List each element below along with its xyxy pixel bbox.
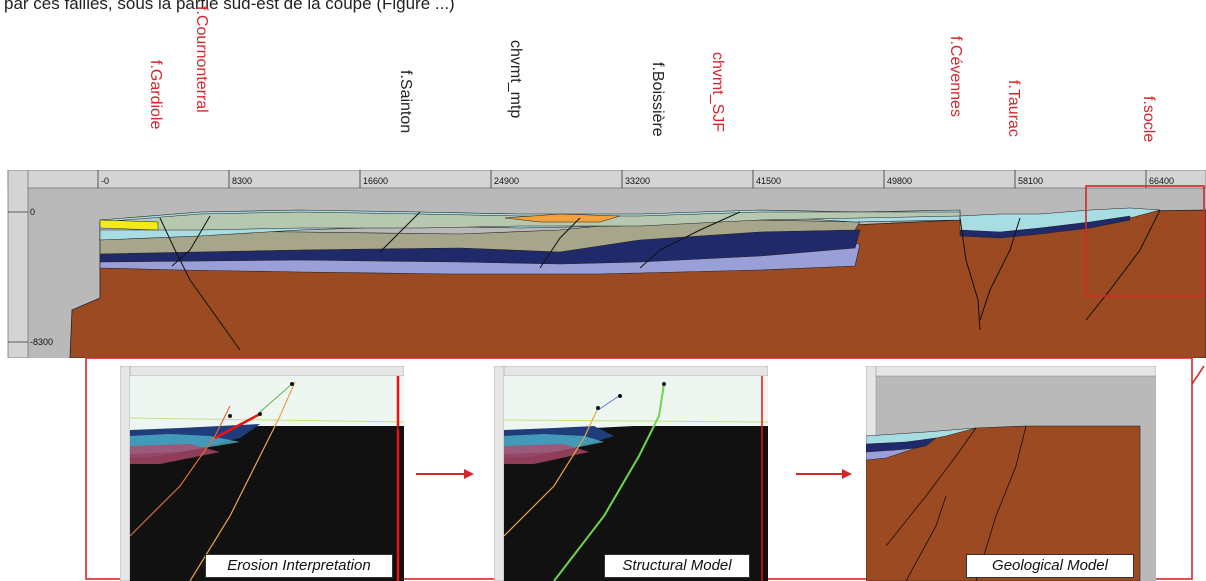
fault-label-chvmt-sjf: chvmt_SJF bbox=[709, 52, 726, 133]
ruler-x-ticks: -0 8300 16600 24900 33200 41500 49800 58100 6640… bbox=[97, 170, 1174, 188]
fault-label-boissiere: f.Boissière bbox=[649, 62, 666, 137]
fault-lines bbox=[159, 209, 1161, 351]
erosion-caption: Erosion Interpretation bbox=[205, 554, 393, 578]
structural-basement bbox=[504, 426, 768, 581]
arrow-2 bbox=[796, 469, 852, 479]
zoom-connector-arrow bbox=[1191, 365, 1205, 385]
orange-lens bbox=[504, 213, 621, 223]
y-tick-label-1: -8300 bbox=[30, 337, 53, 347]
x-tick-label: 8300 bbox=[232, 176, 252, 186]
structural-panel bbox=[494, 366, 768, 581]
x-tick-label: 16600 bbox=[363, 176, 388, 186]
x-tick-label: 58100 bbox=[1018, 176, 1043, 186]
left-ruler bbox=[7, 170, 29, 358]
x-tick-label: 33200 bbox=[625, 176, 650, 186]
intro-text: par ces failles, sous la partie sud-est … bbox=[4, 0, 455, 13]
fault-label-socle: f.socle bbox=[1140, 96, 1157, 143]
geological-cross-section: -0 8300 16600 24900 33200 41500 49800 58100 6640… bbox=[7, 170, 1206, 358]
arrow-1 bbox=[416, 469, 474, 479]
x-tick-label: -0 bbox=[101, 176, 109, 186]
erosion-basement bbox=[130, 426, 404, 581]
x-tick-label: 24900 bbox=[494, 176, 519, 186]
y-tick-label-0: 0 bbox=[30, 207, 35, 217]
fault-label-sainton: f.Sainton bbox=[397, 70, 414, 134]
fault-label-cournonterral: f.Cournonterral bbox=[193, 6, 210, 113]
yellow-layer bbox=[99, 219, 159, 231]
fault-label-gardiole: f.Gardiole bbox=[147, 60, 164, 130]
highlight-box bbox=[1085, 185, 1205, 297]
east-basin-navy bbox=[959, 215, 1131, 239]
x-tick-label: 66400 bbox=[1149, 176, 1174, 186]
geological-caption: Geological Model bbox=[966, 554, 1134, 578]
erosion-panel bbox=[120, 366, 404, 581]
structural-caption: Structural Model bbox=[604, 554, 750, 578]
geological-panel bbox=[866, 366, 1156, 581]
fault-label-taurac: f.Taurac bbox=[1005, 80, 1022, 137]
fault-label-cevennes: f.Cévennes bbox=[947, 36, 964, 117]
fault-label-chvmt-mtp: chvmt_mtp bbox=[507, 40, 524, 119]
x-tick-label: 41500 bbox=[756, 176, 781, 186]
x-tick-label: 49800 bbox=[887, 176, 912, 186]
